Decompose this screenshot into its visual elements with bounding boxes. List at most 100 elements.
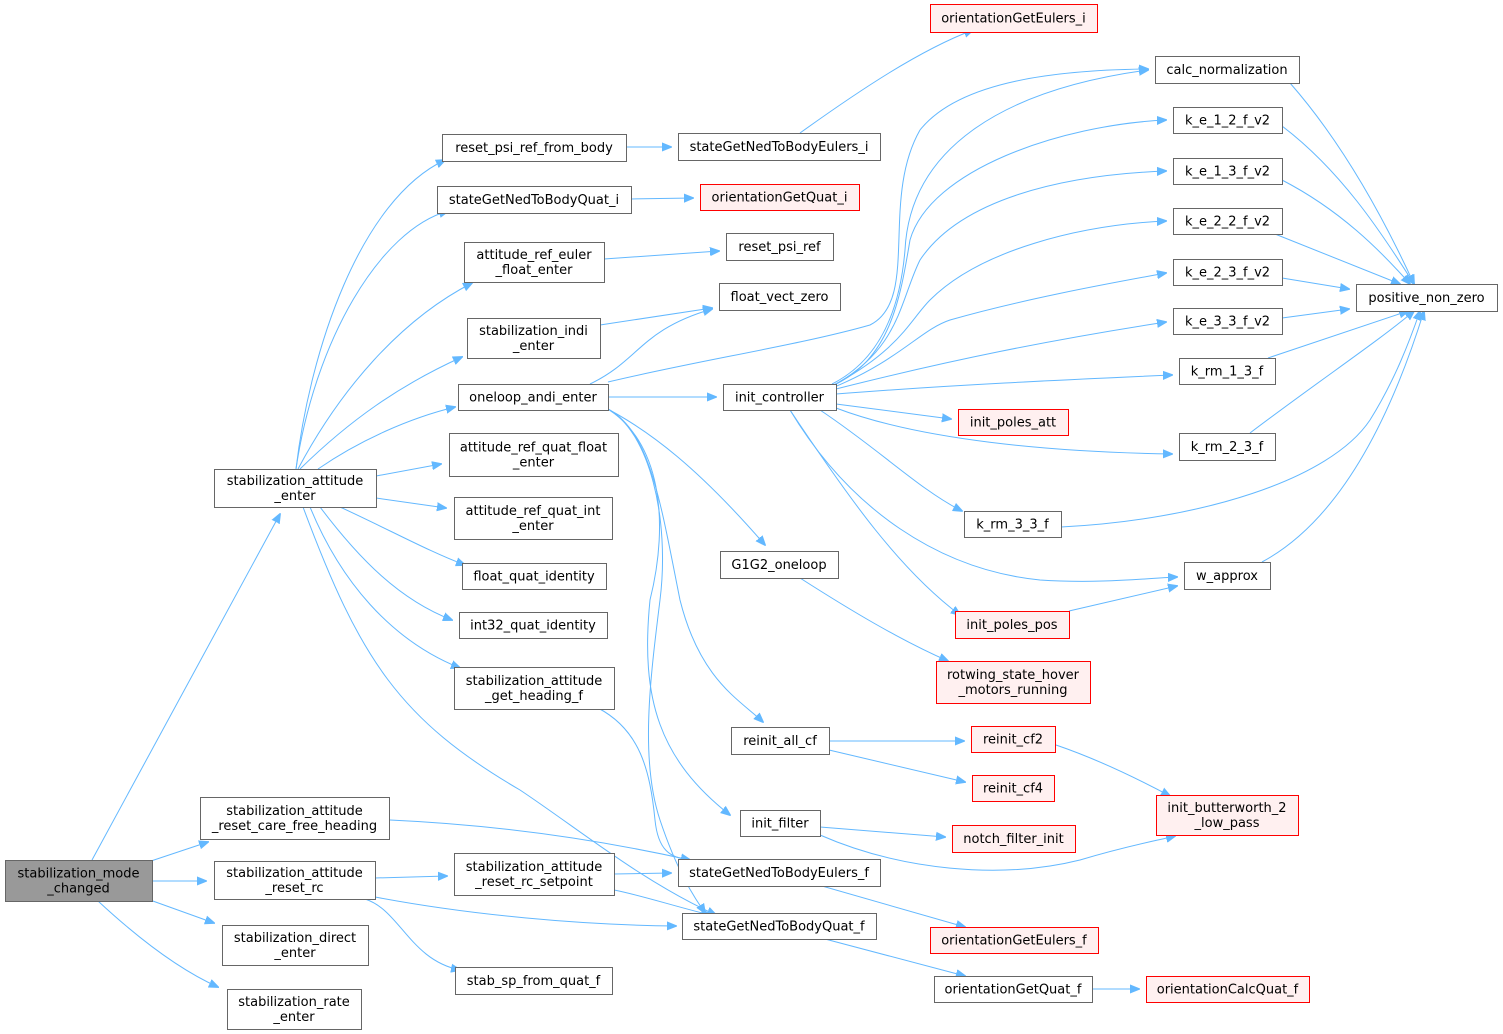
- node-box[interactable]: [930, 4, 1098, 33]
- node-box[interactable]: [1173, 259, 1283, 286]
- node-stabilization-indi-enter[interactable]: stabilization_indi_enter: [467, 318, 601, 359]
- node-box[interactable]: [971, 726, 1056, 753]
- node-box[interactable]: [700, 184, 860, 211]
- node-stab-sp-from-quat-f[interactable]: stab_sp_from_quat_f: [455, 967, 613, 995]
- node-box[interactable]: [719, 283, 841, 311]
- node-box[interactable]: [723, 384, 837, 411]
- node-calc-normalization[interactable]: calc_normalization: [1155, 56, 1300, 84]
- node-float-vect-zero[interactable]: float_vect_zero: [719, 283, 841, 311]
- node-box[interactable]: [1155, 56, 1300, 84]
- node-attitude-ref-quat-int-enter[interactable]: attitude_ref_quat_int_enter: [454, 497, 613, 540]
- node-reinit-all-cf[interactable]: reinit_all_cf: [731, 727, 830, 755]
- node-box[interactable]: [437, 186, 632, 214]
- node-box[interactable]: [222, 925, 369, 966]
- node-stategetnedtobodyeulers-i[interactable]: stateGetNedToBodyEulers_i: [678, 133, 881, 161]
- node-reinit-cf2[interactable]: reinit_cf2: [971, 726, 1056, 753]
- node-box[interactable]: [678, 859, 881, 887]
- node-box[interactable]: [1173, 208, 1283, 235]
- node-g1g2-oneloop[interactable]: G1G2_oneloop: [720, 551, 839, 579]
- node-box[interactable]: [449, 433, 619, 477]
- node-box[interactable]: [934, 976, 1093, 1003]
- node-stategetnedtobodyquat-i[interactable]: stateGetNedToBodyQuat_i: [437, 186, 632, 214]
- node-box[interactable]: [972, 775, 1055, 802]
- node-k-e-3-3-f-v2[interactable]: k_e_3_3_f_v2: [1173, 308, 1283, 335]
- node-box[interactable]: [1179, 358, 1276, 385]
- node-init-filter[interactable]: init_filter: [740, 810, 821, 837]
- node-stategetnedtobodyeulers-f[interactable]: stateGetNedToBodyEulers_f: [678, 859, 881, 887]
- node-orientationgetquat-f[interactable]: orientationGetQuat_f: [934, 976, 1093, 1003]
- node-init-butterworth-2-low-pass[interactable]: init_butterworth_2_low_pass: [1156, 795, 1299, 836]
- node-box[interactable]: [1173, 308, 1283, 335]
- node-k-rm-1-3-f[interactable]: k_rm_1_3_f: [1179, 358, 1276, 385]
- node-rotwing-state-hover-motors-running[interactable]: rotwing_state_hover_motors_running: [936, 661, 1091, 704]
- node-box[interactable]: [726, 233, 834, 261]
- node-box[interactable]: [731, 727, 830, 755]
- node-box[interactable]: [454, 497, 613, 540]
- node-box[interactable]: [464, 242, 605, 283]
- node-stabilization-attitude-reset-rc[interactable]: stabilization_attitude_reset_rc: [214, 861, 376, 900]
- node-notch-filter-init[interactable]: notch_filter_init: [952, 825, 1076, 853]
- node-reinit-cf4[interactable]: reinit_cf4: [972, 775, 1055, 802]
- node-box[interactable]: [467, 318, 601, 359]
- node-box[interactable]: [1156, 795, 1299, 836]
- node-k-rm-3-3-f[interactable]: k_rm_3_3_f: [964, 511, 1062, 538]
- node-box[interactable]: [952, 825, 1076, 853]
- node-int32-quat-identity[interactable]: int32_quat_identity: [459, 612, 608, 639]
- node-stabilization-direct-enter[interactable]: stabilization_direct_enter: [222, 925, 369, 966]
- node-k-e-2-3-f-v2[interactable]: k_e_2_3_f_v2: [1173, 259, 1283, 286]
- node-box[interactable]: [955, 611, 1070, 639]
- node-k-rm-2-3-f[interactable]: k_rm_2_3_f: [1179, 433, 1276, 461]
- node-k-e-1-2-f-v2[interactable]: k_e_1_2_f_v2: [1173, 107, 1283, 134]
- node-orientationgeteulers-i[interactable]: orientationGetEulers_i: [930, 4, 1098, 33]
- node-stabilization-attitude-reset-care-free-heading[interactable]: stabilization_attitude_reset_care_free_h…: [200, 797, 390, 840]
- node-box[interactable]: [1173, 107, 1283, 134]
- node-box[interactable]: [462, 563, 607, 590]
- node-box[interactable]: [958, 409, 1069, 436]
- node-box[interactable]: [1173, 158, 1283, 185]
- node-box[interactable]: [930, 927, 1099, 954]
- node-box[interactable]: [214, 469, 377, 508]
- node-w-approx[interactable]: w_approx: [1184, 562, 1271, 590]
- node-stabilization-attitude-get-heading-f[interactable]: stabilization_attitude_get_heading_f: [454, 667, 615, 710]
- node-stabilization-rate-enter[interactable]: stabilization_rate_enter: [227, 989, 362, 1030]
- node-oneloop-andi-enter[interactable]: oneloop_andi_enter: [458, 384, 609, 411]
- node-box[interactable]: [1179, 433, 1276, 461]
- node-attitude-ref-quat-float-enter[interactable]: attitude_ref_quat_float_enter: [449, 433, 619, 477]
- node-box[interactable]: [459, 612, 608, 639]
- node-box[interactable]: [442, 134, 627, 162]
- node-box[interactable]: [458, 384, 609, 411]
- node-box[interactable]: [1184, 562, 1271, 590]
- node-stabilization-mode-changed[interactable]: stabilization_mode_changed: [5, 860, 153, 902]
- node-box[interactable]: [1146, 976, 1310, 1003]
- node-box[interactable]: [682, 913, 877, 940]
- node-attitude-ref-euler-float-enter[interactable]: attitude_ref_euler_float_enter: [464, 242, 605, 283]
- node-box[interactable]: [936, 661, 1091, 704]
- node-box[interactable]: [5, 860, 153, 902]
- node-orientationgetquat-i[interactable]: orientationGetQuat_i: [700, 184, 860, 211]
- node-box[interactable]: [227, 989, 362, 1030]
- node-box[interactable]: [964, 511, 1062, 538]
- node-box[interactable]: [200, 797, 390, 840]
- node-stabilization-attitude-enter[interactable]: stabilization_attitude_enter: [214, 469, 377, 508]
- node-box[interactable]: [720, 551, 839, 579]
- node-k-e-1-3-f-v2[interactable]: k_e_1_3_f_v2: [1173, 158, 1283, 185]
- node-reset-psi-ref-from-body[interactable]: reset_psi_ref_from_body: [442, 134, 627, 162]
- node-box[interactable]: [1356, 284, 1498, 312]
- node-reset-psi-ref[interactable]: reset_psi_ref: [726, 233, 834, 261]
- node-box[interactable]: [214, 861, 376, 900]
- node-init-poles-pos[interactable]: init_poles_pos: [955, 611, 1070, 639]
- node-float-quat-identity[interactable]: float_quat_identity: [462, 563, 607, 590]
- node-box[interactable]: [454, 853, 615, 896]
- node-box[interactable]: [678, 133, 881, 161]
- node-box[interactable]: [740, 810, 821, 837]
- node-init-poles-att[interactable]: init_poles_att: [958, 409, 1069, 436]
- node-stategetnedtobodyquat-f[interactable]: stateGetNedToBodyQuat_f: [682, 913, 877, 940]
- node-k-e-2-2-f-v2[interactable]: k_e_2_2_f_v2: [1173, 208, 1283, 235]
- node-orientationcalcquat-f[interactable]: orientationCalcQuat_f: [1146, 976, 1310, 1003]
- node-init-controller[interactable]: init_controller: [723, 384, 837, 411]
- node-stabilization-attitude-reset-rc-setpoint[interactable]: stabilization_attitude_reset_rc_setpoint: [454, 853, 615, 896]
- node-orientationgeteulers-f[interactable]: orientationGetEulers_f: [930, 927, 1099, 954]
- node-box[interactable]: [454, 667, 615, 710]
- node-box[interactable]: [455, 967, 613, 995]
- node-positive-non-zero[interactable]: positive_non_zero: [1356, 284, 1498, 312]
